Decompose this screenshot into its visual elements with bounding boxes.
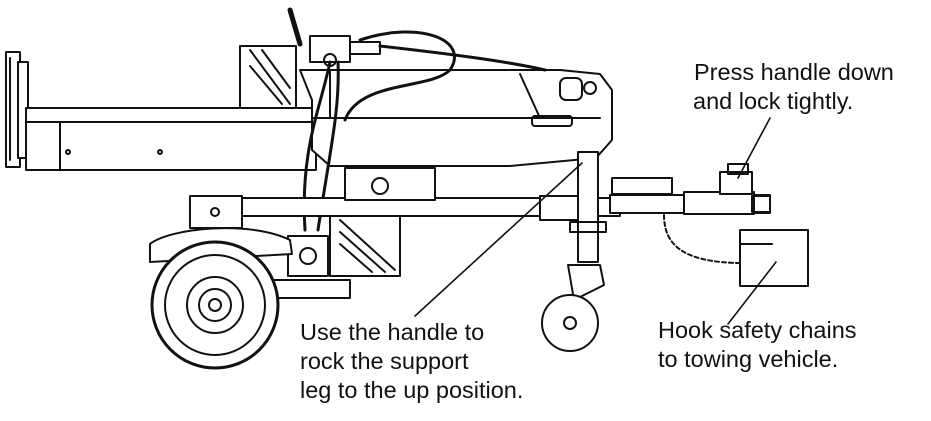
coupler: [611, 163, 771, 215]
callout-safety-chains-line2: to towing vehicle.: [658, 346, 839, 372]
engine: [261, 167, 436, 299]
callout-handle-lock: Press handle down and lock tightly.: [693, 58, 894, 116]
callout-support-leg: Use the handle to rock the support leg t…: [300, 318, 523, 405]
tow-vehicle-hitch: [739, 229, 809, 287]
splitter-beam: [25, 107, 317, 171]
foot-plate: [5, 51, 29, 168]
callout-support-leg-line2: rock the support: [300, 348, 469, 374]
support-leg: [541, 151, 607, 352]
wedge-block: [239, 45, 297, 109]
callout-handle-lock-line2: and lock tightly.: [693, 88, 854, 114]
leader-lines: [414, 117, 777, 325]
callout-safety-chains-line1: Hook safety chains: [658, 317, 857, 343]
callout-safety-chains: Hook safety chains to towing vehicle.: [658, 316, 857, 374]
callout-support-leg-line1: Use the handle to: [300, 319, 485, 345]
callout-handle-lock-line1: Press handle down: [694, 59, 894, 85]
wheel: [150, 240, 280, 370]
callout-support-leg-line3: leg to the up position.: [300, 377, 524, 403]
